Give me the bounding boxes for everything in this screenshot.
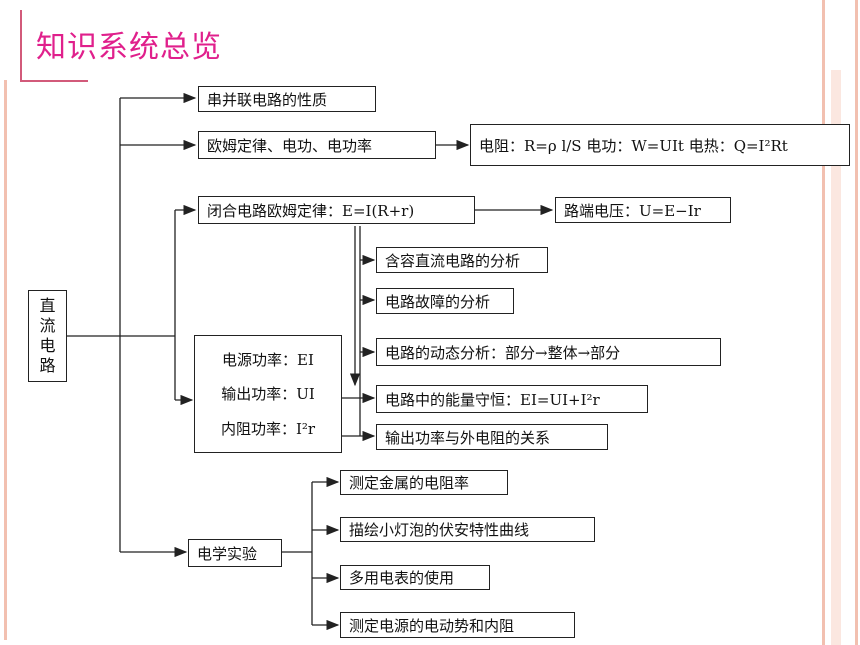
experiment-bulb-curve: 描绘小灯泡的伏安特性曲线: [340, 517, 595, 542]
root-char: 电: [39, 336, 56, 355]
root-char: 路: [39, 356, 56, 375]
slide-frame-right-border: [822, 0, 858, 645]
output-power-node: 输出功率与外电阻的关系: [376, 424, 608, 450]
power-source-label: 电源功率：EI: [222, 350, 314, 369]
series-parallel-node: 串并联电路的性质: [198, 86, 376, 112]
root-node: 直 流 电 路: [28, 290, 67, 382]
power-output-label: 输出功率：UI: [221, 385, 315, 404]
capacitor-circuit-node: 含容直流电路的分析: [376, 247, 548, 273]
energy-conservation-node: 电路中的能量守恒：EI=UI+I²r: [376, 385, 648, 413]
slide-frame-left-border: [4, 80, 7, 640]
dynamic-analysis-node: 电路的动态分析：部分→整体→部分: [376, 338, 721, 366]
experiments-node: 电学实验: [188, 539, 282, 567]
experiment-emf: 测定电源的电动势和内阻: [340, 612, 575, 638]
power-box: 电源功率：EI 输出功率：UI 内阻功率：I²r: [194, 335, 342, 453]
slide-frame-right-inner: [831, 70, 841, 645]
experiment-resistivity: 测定金属的电阻率: [340, 470, 508, 495]
root-char: 流: [39, 316, 56, 335]
slide-frame-accent: [20, 10, 88, 82]
closed-circuit-node: 闭合电路欧姆定律：E=I(R+r): [198, 196, 475, 224]
experiment-multimeter: 多用电表的使用: [340, 565, 490, 590]
power-internal-label: 内阻功率：I²r: [220, 420, 316, 439]
ohms-law-node: 欧姆定律、电功、电功率: [198, 131, 436, 159]
root-char: 直: [39, 296, 56, 315]
circuit-fault-node: 电路故障的分析: [376, 288, 514, 314]
formula-node: 电阻：R=ρ l/S 电功：W=UIt 电热：Q=I²Rt: [470, 124, 850, 166]
page-title: 知识系统总览: [36, 30, 222, 65]
terminal-voltage-node: 路端电压：U=E−Ir: [555, 197, 731, 223]
